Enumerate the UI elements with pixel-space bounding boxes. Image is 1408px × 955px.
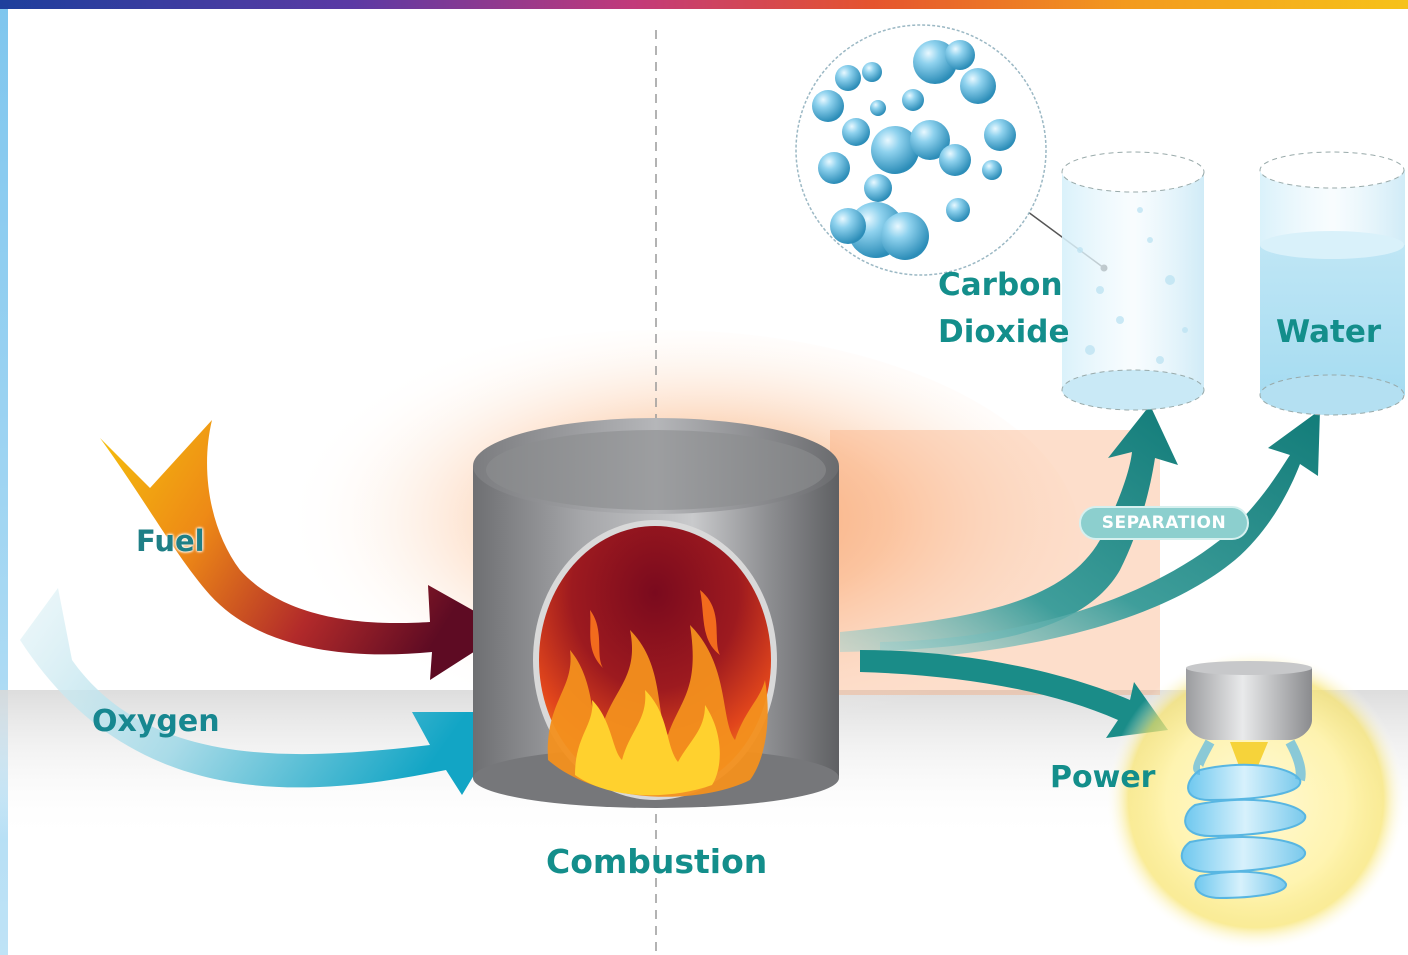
fuel-arrow: [100, 420, 508, 680]
fuel-label: Fuel: [136, 524, 205, 558]
co2-molecules-magnifier: [795, 24, 1108, 276]
carbon-dioxide-label-line1: Carbon: [938, 267, 1063, 303]
left-color-bar: [0, 9, 8, 955]
flames-icon: [533, 520, 777, 800]
water-label: Water: [1276, 314, 1382, 350]
separation-label: SEPARATION: [1101, 513, 1227, 533]
oxygen-arrow: [20, 588, 512, 795]
carbon-dioxide-label: Carbon Dioxide: [938, 262, 1070, 356]
combustion-label: Combustion: [546, 842, 768, 881]
top-color-bar: [0, 0, 1408, 9]
co2-container-cylinder: [1061, 151, 1205, 411]
carbon-dioxide-label-line2: Dioxide: [938, 314, 1070, 350]
separation-badge: SEPARATION: [1079, 506, 1249, 540]
oxygen-label: Oxygen: [92, 704, 220, 739]
water-container-cylinder: [1259, 151, 1405, 416]
power-label: Power: [1050, 760, 1156, 795]
power-lightbulb-icon: [1106, 650, 1406, 950]
